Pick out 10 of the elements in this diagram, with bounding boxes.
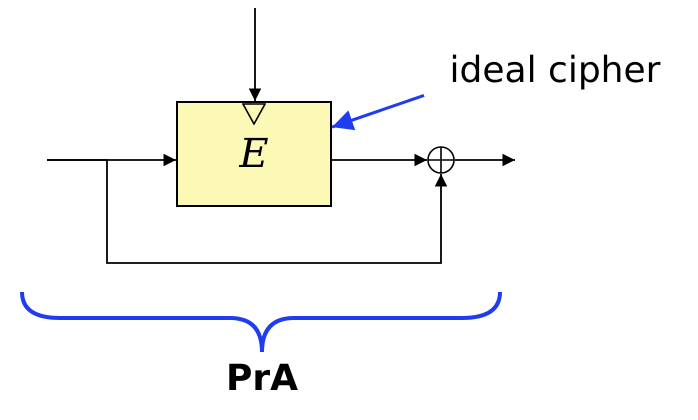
brace-label: PrA xyxy=(225,358,299,399)
cipher-label: E xyxy=(239,131,269,177)
xor-symbol xyxy=(427,146,455,174)
arrow xyxy=(248,8,262,101)
arrow xyxy=(332,154,427,166)
arrow xyxy=(47,159,448,264)
block-cipher-box xyxy=(176,101,332,207)
pointer-arrow xyxy=(332,94,424,130)
annotation-label: ideal cipher xyxy=(450,50,660,90)
arrow xyxy=(455,154,515,166)
